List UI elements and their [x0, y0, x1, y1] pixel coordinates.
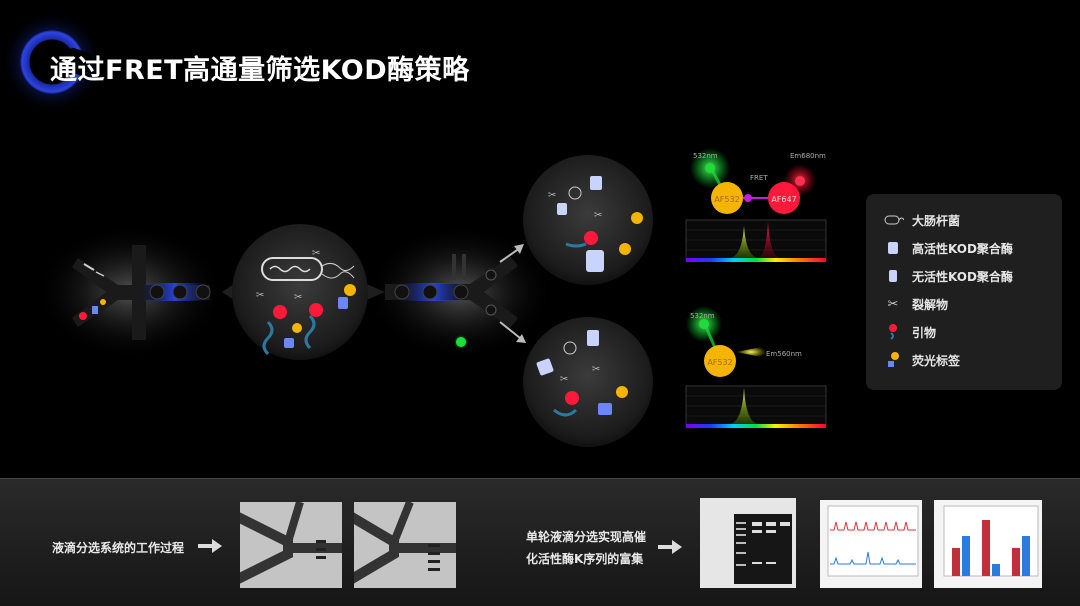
fret-bottom-scheme: AF532 [686, 306, 766, 377]
enrich-caption-1: 单轮液滴分选实现高催 [526, 530, 647, 544]
kod-enzyme-1 [338, 297, 348, 309]
bottom-excitation-label: 532nm [690, 312, 715, 320]
arrow-right-icon-2 [658, 540, 682, 554]
fret-top-scheme: AF532 AF647 [690, 148, 816, 214]
bottom-emission-label: Em560nm [766, 350, 802, 358]
legend-item-fluorescent-tag: 荧光标签 [880, 350, 960, 370]
red-emission-dot [795, 176, 805, 186]
high-activity-kod-icon [880, 238, 906, 258]
lysis-droplet: ✂ ✂ ✂ [222, 224, 385, 360]
svg-text:✂: ✂ [594, 210, 602, 221]
top-spectrum-plot [685, 219, 827, 262]
donor-peak-2 [730, 388, 758, 424]
fret-workflow-diagram: ✂ ✂ ✂ ✂ ✂ [35, 148, 827, 447]
svg-text:AF532: AF532 [714, 195, 739, 204]
primer-dot-2 [309, 303, 323, 317]
fluorescent-tag-2 [292, 323, 302, 333]
af532-burst-icon-2 [704, 345, 736, 377]
svg-text:✂: ✂ [560, 374, 568, 385]
legend-item-inactive-kod: 无活性KOD聚合酶 [880, 266, 1013, 286]
ecoli-cell-icon [261, 257, 355, 281]
droplet-row-middle [394, 284, 469, 300]
top-emission-label: Em680nm [790, 152, 826, 160]
ecoli-icon [880, 210, 906, 230]
sorting-caption: 液滴分选系统的工作过程 [52, 541, 185, 555]
inactive-kod-icon [880, 266, 906, 286]
enrich-caption-2: 化活性酶K序列的富集 [526, 552, 644, 566]
legend-item-primer: 引物 [880, 322, 936, 342]
inlet-reagents [79, 263, 106, 320]
primer-icon [880, 322, 906, 342]
arrow-down-right [499, 321, 521, 339]
page-title: 通过FRET高通量筛选KOD酶策略 [50, 55, 470, 86]
primer-dot-1 [273, 305, 287, 319]
negative-droplet: ✂ ✂ [523, 317, 653, 447]
legend-item-lysate: ✂ 裂解物 [880, 294, 948, 314]
positive-droplet: ✂ ✂ [523, 155, 653, 285]
droplet-sorter-image-2 [354, 502, 456, 588]
svg-text:AF647: AF647 [771, 195, 796, 204]
droplet-row-left [149, 284, 211, 300]
fret-label: FRET [750, 174, 768, 182]
sorted-green-droplet [456, 337, 466, 347]
svg-text:AF532: AF532 [707, 358, 732, 367]
green-laser-dot-2 [699, 319, 709, 329]
acceptor-peak [758, 222, 780, 258]
arrow-up-right [499, 247, 521, 263]
sorting-junction [452, 254, 518, 328]
svg-text:✂: ✂ [592, 364, 600, 375]
legend-panel: 大肠杆菌 高活性KOD聚合酶 无活性KOD聚合酶 ✂ 裂解物 引物 荧光标签 [866, 194, 1062, 390]
legend-item-high-activity-kod: 高活性KOD聚合酶 [880, 238, 1013, 258]
af532-burst-icon [711, 182, 743, 214]
logo-ring-icon [20, 30, 84, 94]
fluorescence-trace-plot [820, 500, 922, 588]
top-excitation-label: 532nm [693, 152, 718, 160]
svg-text:✂: ✂ [548, 190, 556, 201]
kod-enzyme-2 [284, 338, 294, 348]
svg-text:✂: ✂ [312, 248, 320, 259]
arrow-right-icon [198, 539, 222, 553]
gel-electrophoresis-image [700, 498, 796, 588]
fluorescent-tag-1 [344, 284, 356, 296]
donor-peak [730, 226, 758, 258]
bottom-spectrum-plot [685, 385, 827, 428]
legend-item-ecoli: 大肠杆菌 [880, 210, 960, 230]
droplet-sorter-image-1 [240, 502, 342, 588]
lysate-icon: ✂ [887, 296, 899, 312]
enrichment-bar-chart [934, 500, 1042, 588]
fluorescent-tag-icon [880, 350, 906, 370]
svg-text:✂: ✂ [256, 290, 264, 301]
svg-text:✂: ✂ [294, 292, 302, 303]
